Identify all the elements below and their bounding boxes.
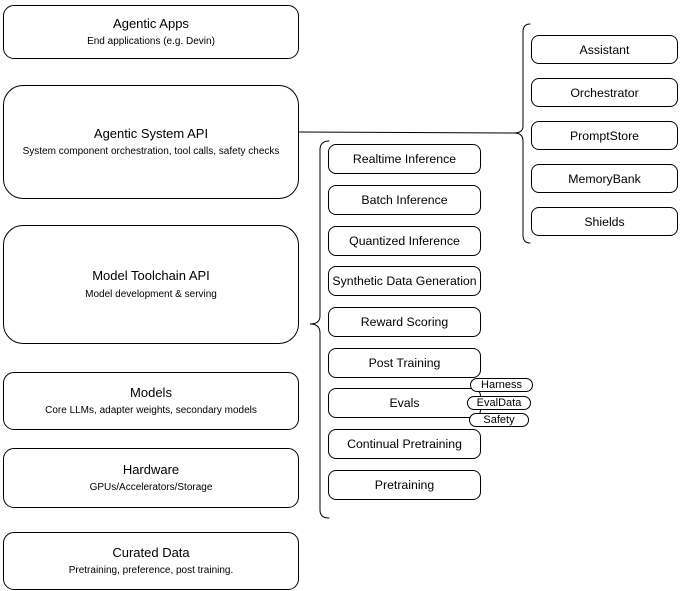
node-reward-scoring: Reward Scoring [328, 307, 481, 337]
node-title: Agentic Apps [113, 15, 189, 31]
tag-label: Safety [483, 413, 515, 426]
node-agentic-apps: Agentic Apps End applications (e.g. Devi… [3, 5, 299, 59]
node-shields: Shields [531, 207, 678, 236]
connector-agentic-system-line [298, 131, 515, 134]
node-label: Pretraining [374, 478, 435, 492]
node-label: Evals [389, 396, 420, 410]
tag-evaldata: EvalData [467, 396, 531, 410]
node-label: Realtime Inference [352, 152, 457, 166]
node-label: Post Training [368, 356, 441, 370]
node-subtitle: Model development & serving [85, 288, 217, 300]
node-quantized-inference: Quantized Inference [328, 226, 481, 256]
node-label: Quantized Inference [349, 234, 460, 248]
node-title: Agentic System API [93, 125, 209, 141]
node-assistant: Assistant [531, 35, 678, 64]
node-model-toolchain-api: Model Toolchain API Model development & … [3, 225, 299, 344]
tag-harness: Harness [470, 378, 533, 392]
node-title: Models [130, 384, 172, 400]
node-title: Curated Data [112, 544, 190, 560]
node-models: Models Core LLMs, adapter weights, secon… [3, 372, 299, 430]
node-promptstore: PromptStore [531, 121, 678, 150]
node-subtitle: System component orchestration, tool cal… [22, 146, 280, 158]
node-subtitle: GPUs/Accelerators/Storage [89, 482, 213, 494]
node-batch-inference: Batch Inference [328, 185, 481, 215]
node-label: Assistant [579, 42, 630, 57]
node-subtitle: Core LLMs, adapter weights, secondary mo… [45, 405, 257, 417]
node-post-training: Post Training [328, 348, 481, 378]
brace-agentic-system-group [513, 23, 531, 244]
node-label: Reward Scoring [360, 315, 449, 329]
node-continual-pretraining: Continual Pretraining [328, 429, 481, 459]
node-synthetic-data-generation: Synthetic Data Generation [328, 266, 481, 296]
node-subtitle: Pretraining, preference, post training. [68, 565, 234, 577]
node-label: MemoryBank [568, 171, 641, 186]
node-evals: Evals [328, 388, 481, 418]
node-orchestrator: Orchestrator [531, 78, 678, 107]
node-label: Shields [584, 214, 625, 229]
tag-safety: Safety [469, 413, 529, 427]
node-label: PromptStore [569, 128, 640, 143]
node-label: Orchestrator [570, 85, 639, 100]
node-title: Model Toolchain API [92, 268, 210, 284]
node-curated-data: Curated Data Pretraining, preference, po… [3, 532, 299, 590]
tag-label: EvalData [476, 396, 522, 409]
node-memorybank: MemoryBank [531, 164, 678, 193]
node-label: Batch Inference [361, 193, 448, 207]
node-label: Continual Pretraining [347, 437, 462, 451]
tag-label: Harness [481, 378, 522, 391]
node-label: Synthetic Data Generation [332, 274, 477, 288]
node-agentic-system-api: Agentic System API System component orch… [3, 85, 299, 199]
brace-model-toolchain-group [309, 140, 330, 519]
node-realtime-inference: Realtime Inference [328, 144, 481, 174]
node-subtitle: End applications (e.g. Devin) [87, 36, 215, 48]
node-title: Hardware [122, 461, 180, 477]
node-pretraining: Pretraining [328, 470, 481, 500]
node-hardware: Hardware GPUs/Accelerators/Storage [3, 448, 299, 508]
